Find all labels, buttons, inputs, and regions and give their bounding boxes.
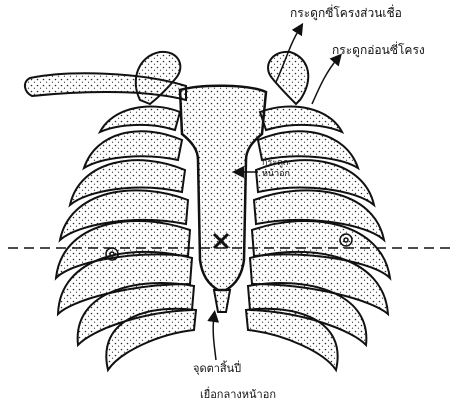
right-rib-1 — [260, 106, 342, 132]
arrow-xiphoid — [213, 316, 216, 360]
left-ribs — [56, 106, 196, 370]
costal-cartilage-label: กระดูกอ่อนซี่โครง — [332, 43, 425, 57]
xiphoid-label: จุดตาสิ้นปี่ — [193, 362, 241, 376]
right-upper-hook — [268, 52, 308, 104]
right-ribs — [246, 106, 390, 370]
xiphoid-process — [214, 290, 230, 312]
sternum-label: กระดูก หน้าอก — [262, 158, 290, 180]
left-rib-1 — [100, 106, 180, 132]
arrow-costal — [312, 58, 338, 104]
bottom-caption: เยื่อกลางหน้าอก — [200, 388, 276, 402]
clavicle-label: กระดูกซี่โครงส่วนเชื่อ — [290, 6, 402, 20]
